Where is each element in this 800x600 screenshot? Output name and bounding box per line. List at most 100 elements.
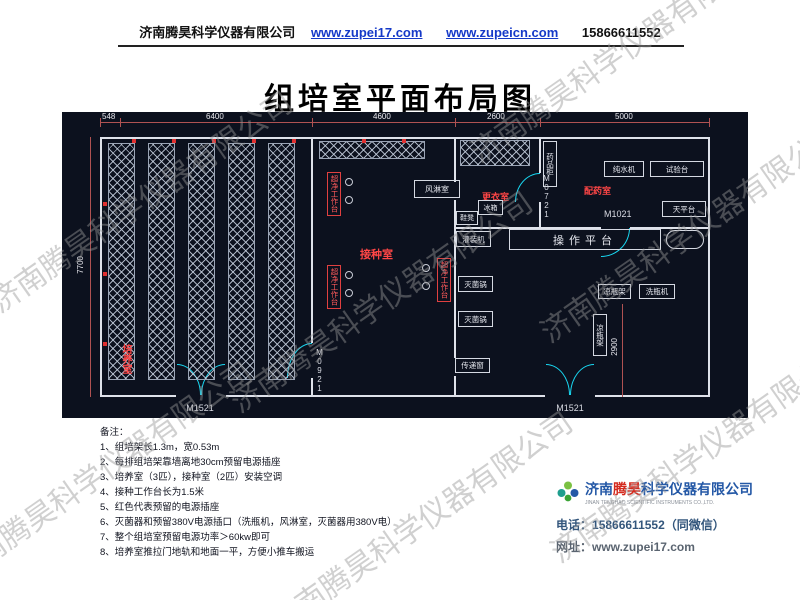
dimension-line [90,137,91,397]
dimension-line [100,122,710,123]
air-shower-box: 风淋室 [414,180,460,198]
footer-web-label: 网址： [556,540,593,554]
power-socket [362,139,366,143]
note-item-5: 5、红色代表预留的电源插座 [100,502,220,513]
page-header: 济南腾昊科学仪器有限公司 www.zupei17.com www.zupeicn… [0,22,800,41]
dimension-label: 7700 [76,256,85,274]
dimension-tick [709,118,710,127]
wall-segment [311,137,313,343]
footer-web-url: www.zupei17.com [592,540,695,554]
locker-rack [460,140,530,166]
dimension-label: 5000 [615,112,633,121]
room-label-changing: 更衣室 [482,192,510,202]
dimension-tick [312,118,313,127]
culture-rack [268,143,295,380]
note-item-6: 6、灭菌器和预留380V电源插口（洗瓶机，风淋室，灭菌器用380V电） [100,517,397,528]
wall-segment [454,376,456,397]
power-socket [103,272,107,276]
header-link-zupeicn[interactable]: www.zupeicn.com [446,25,559,40]
note-item-1: 1、组培架长1.3m，宽0.53m [100,442,220,453]
stool [345,289,353,297]
stool [422,264,430,272]
footer-company-part1: 济南 [585,483,613,498]
notes-title: 备注： [100,427,129,438]
page-title: 组培室平面布局图 [264,83,536,116]
stool [345,178,353,186]
power-socket [402,139,406,143]
footer-company-part2: 腾昊 [613,483,641,498]
room-label-dispensing: 配药室 [584,186,612,196]
footer-company-part3: 科学仪器有限公司 [641,483,753,498]
plan-outer-wall [100,137,710,397]
notes-section: 备注： 1、组培架长1.3m，宽0.53m 2、每排组培架靠墙离地30cm预留电… [100,425,397,560]
wall-segment [630,227,710,229]
door-code-m0721: M0721 [542,174,551,219]
note-item-2: 2、每排组培架靠墙离地30cm预留电源插座 [100,457,281,468]
wall-segment [311,378,313,397]
filling-machine-box: 灌装机 [456,231,491,247]
floor-plan-canvas: 548 6400 4600 2600 5000 7700 2900 超净工作台 [62,112,748,418]
clean-bench: 超净工作台 [327,172,341,216]
wall-segment [454,200,456,358]
power-socket [132,139,136,143]
pass-window-box: 传递窗 [455,358,490,373]
dimension-line [622,304,623,397]
dimension-tick [120,118,121,127]
header-divider [118,45,684,47]
stool [345,271,353,279]
footer-company-en: JINAN TENGHAO SCIENTIFIC INSTRUMENTS CO.… [585,500,715,506]
dimension-tick [455,118,456,127]
door-gap [176,394,226,400]
inoculation-rack [319,141,425,159]
footer-phone-line: 电话：15866611552（同微信） [556,516,791,533]
wall-segment [455,227,601,229]
sink-box [666,230,704,249]
door-code-m1521: M1521 [186,403,214,413]
dimension-tick [540,118,541,127]
room-label-culture: 培养室 [120,344,131,374]
culture-rack [188,143,215,380]
culture-rack [148,143,175,380]
header-company-name: 济南腾昊科学仪器有限公司 [139,25,296,40]
company-logo-icon [557,481,579,502]
power-socket [103,342,107,346]
culture-rack [108,143,135,380]
dimension-label: 4600 [373,112,391,121]
door-gap [545,394,595,400]
power-socket [172,139,176,143]
pure-water-box: 纯水机 [604,161,644,177]
clean-bench: 超净工作台 [327,265,341,309]
door-code-m0921: M0921 [315,348,324,393]
header-link-zupei17[interactable]: www.zupei17.com [310,25,423,40]
door-code-m1521: M1521 [556,403,584,413]
note-item-8: 8、培养室推拉门地轨和地面一平，方便小推车搬运 [100,547,315,558]
dimension-label: 2600 [487,112,505,121]
cooling-rack-box: 凉瓶架 [598,284,631,299]
dimension-label: 548 [102,112,116,121]
balance-table-box: 天平台 [662,201,706,217]
power-socket [252,139,256,143]
power-socket [103,202,107,206]
test-bench-box: 试验台 [650,161,704,177]
bottle-washer-box: 洗瓶机 [639,284,675,299]
power-socket [212,139,216,143]
door-code-m1021: M1021 [604,209,632,219]
footer-brand: 济南腾昊科学仪器有限公司 JINAN TENGHAO SCIENTIFIC IN… [556,479,791,555]
power-socket [292,139,296,143]
footer-company-name: 济南腾昊科学仪器有限公司 [585,479,791,499]
medicine-cabinet-box: 药品柜 [543,141,557,187]
note-item-3: 3、培养室（3匹），接种室（2匹）安装空调 [100,472,283,483]
sterilizer-box: 灭菌锅 [458,311,493,327]
clean-bench: 超净工作台 [437,258,451,302]
cooling-rack-box: 凉瓶架 [593,314,607,356]
stool [422,282,430,290]
footer-phone-label: 电话： [556,518,593,532]
wall-segment [539,137,541,173]
note-item-7: 7、整个组培室预留电源功率＞60kw即可 [100,532,270,543]
footer-web-line: 网址：www.zupei17.com [556,538,791,555]
culture-rack [228,143,255,380]
wall-segment [454,137,456,182]
dimension-label: 6400 [206,112,224,121]
operation-platform-box: 操作平台 [509,229,661,250]
